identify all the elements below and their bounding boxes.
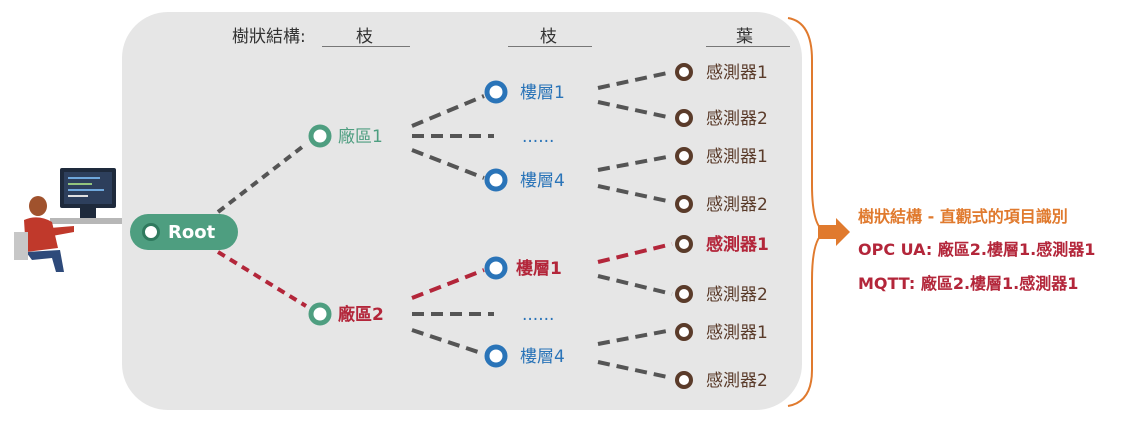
ellipsis-2: ...... [522,305,554,325]
edge-floor-sensor [597,360,673,380]
edge-factory2-floor1 [411,268,485,300]
sensor-label: 感測器2 [706,195,768,215]
sensor-node [675,195,693,213]
floor-node-3 [484,256,508,280]
sensor-label: 感測器1 [706,63,768,83]
edge-root-factory2 [216,250,308,308]
sensor-label: 感測器2 [706,285,768,305]
sensor-node [675,285,693,303]
edge-factory1-floor1 [411,94,485,128]
factory2-node [308,302,332,326]
branch-underline-2 [508,46,592,47]
floor-node-2 [484,168,508,192]
edge-floor-sensor [597,154,673,172]
branch-header-2: 枝 [540,27,557,47]
branch-header-1: 枝 [356,27,373,47]
edge-factory2-floor4 [411,328,485,356]
floor-node-1 [484,80,508,104]
sensor-node [675,63,693,81]
opc-ua-path: OPC UA: 廠區2.樓層1.感測器1 [858,240,1096,259]
sensor-label: 感測器1 [706,323,768,343]
floor-node-4 [484,344,508,368]
floor-label-1: 樓層1 [520,83,565,103]
person-at-computer-icon [14,168,122,272]
sensor-node [675,109,693,127]
tree-structure-label: 樹狀結構: [232,27,306,47]
edge-floor-sensor [597,328,673,346]
arrow-right-icon [818,218,850,246]
edge-floor-sensor [597,70,673,90]
sensor-label: 感測器1 [706,147,768,167]
factory1-node [308,124,332,148]
leaf-header: 葉 [736,27,753,47]
sensor-label: 感測器2 [706,371,768,391]
root-label: Root [168,221,216,243]
leaf-underline [706,46,790,47]
edge-floor-sensor [597,184,673,204]
root-node: Root [130,214,238,250]
sensor-node [675,371,693,389]
sensor-node [675,147,693,165]
brace-bracket [787,17,830,407]
sensor-node [675,323,693,341]
edge-floor-sensor [597,274,673,296]
factory1-label: 廠區1 [338,126,383,147]
floor-label-4: 樓層4 [520,347,565,367]
branch-underline-1 [322,46,410,47]
sensor-label: 感測器2 [706,109,768,129]
floor-label-2: 樓層4 [520,171,565,191]
sensor-node [675,235,693,253]
edge-factory1-floor4 [411,148,485,180]
edge-floor-sensor-highlight [597,242,673,264]
edge-root-factory1 [216,142,308,214]
floor-label-3: 樓層1 [516,258,562,279]
summary-title: 樹狀結構 - 直觀式的項目識別 [858,207,1068,226]
edge-floor-sensor [597,100,673,120]
mqtt-path: MQTT: 廠區2.樓層1.感測器1 [858,274,1079,293]
ellipsis-1: ...... [522,127,554,147]
factory2-label: 廠區2 [338,304,384,325]
root-dot-icon [142,223,160,241]
sensor-label-highlight: 感測器1 [706,234,769,255]
